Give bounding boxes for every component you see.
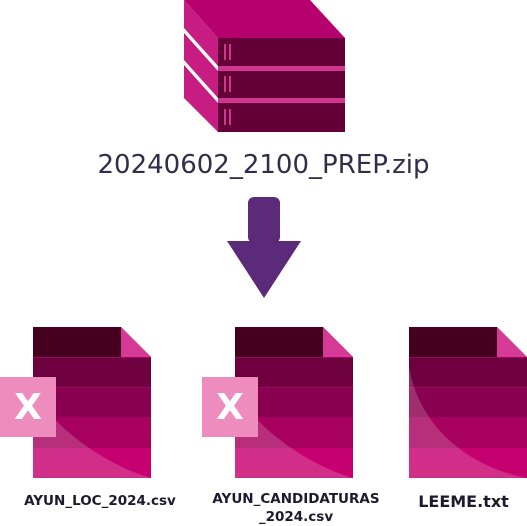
file-label-ayun-candidaturas: AYUN_CANDIDATURAS _2024.csv (196, 490, 396, 526)
file-label-ayun-loc: AYUN_LOC_2024.csv (24, 493, 176, 509)
excel-badge-icon: X (202, 377, 258, 437)
file-label-line: _2024.csv (258, 509, 334, 525)
text-file-icon (409, 327, 527, 478)
file-label-leeme: LEEME.txt (418, 492, 509, 511)
svg-text:X: X (216, 387, 244, 428)
excel-badge-icon: X (0, 377, 56, 437)
zip-archive-icon (184, 0, 345, 132)
arrow-down-icon (227, 197, 301, 298)
file-label-line: AYUN_CANDIDATURAS (212, 491, 380, 507)
svg-text:X: X (14, 387, 42, 428)
archive-filename: 20240602_2100_PREP.zip (97, 150, 430, 180)
